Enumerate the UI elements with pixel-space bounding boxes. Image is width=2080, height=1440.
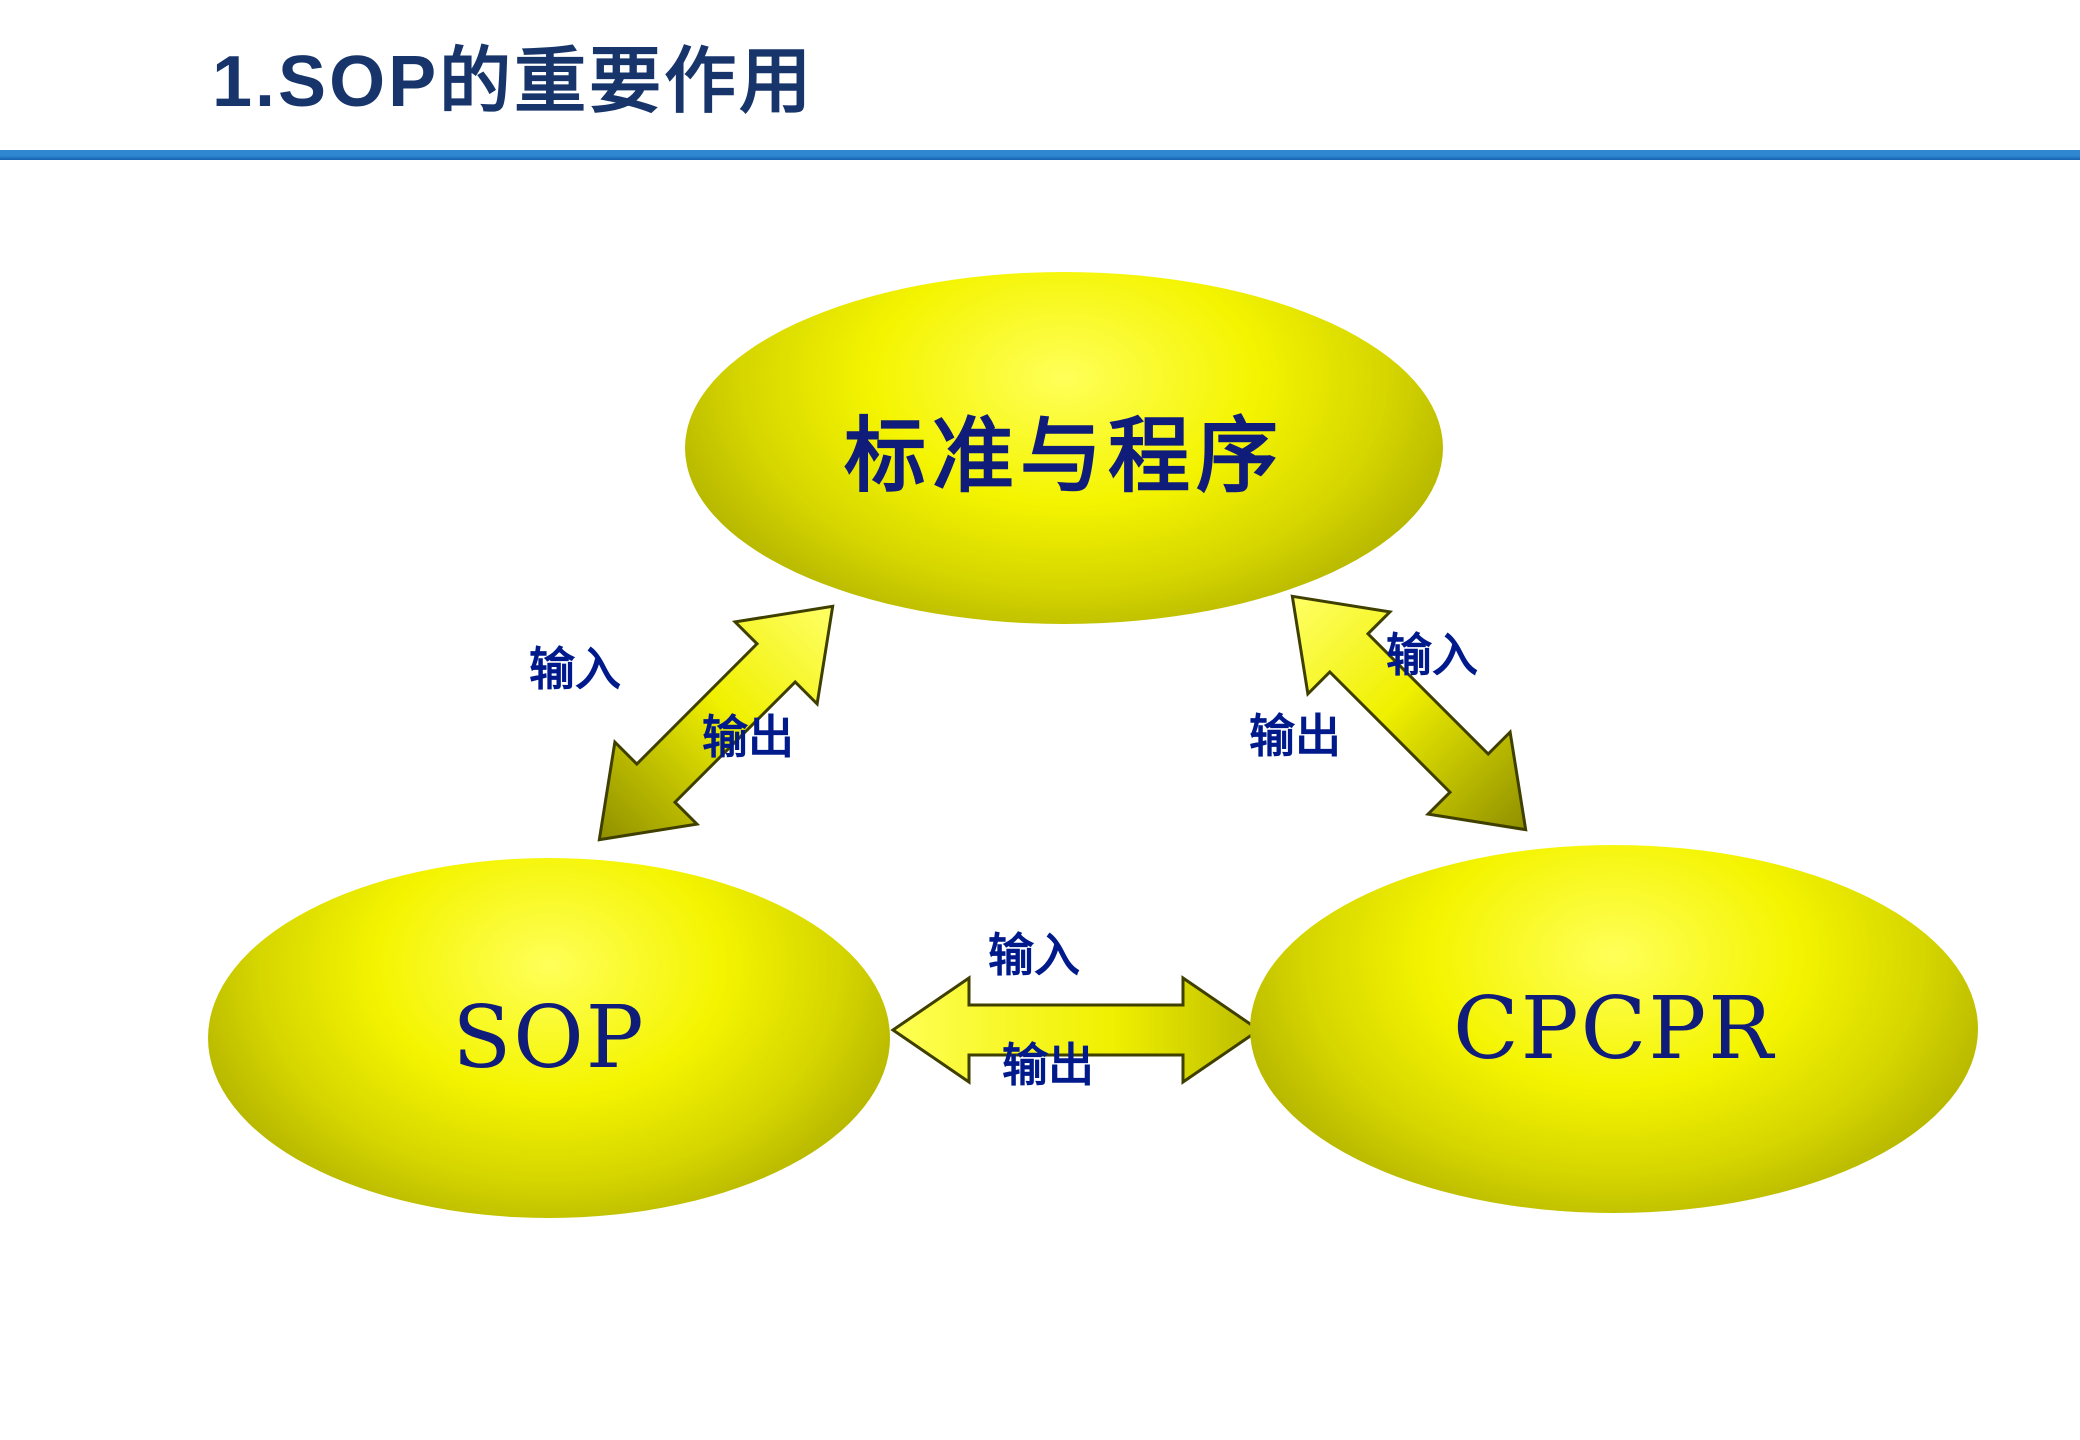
node-cpcpr: CPCPR bbox=[1250, 845, 1978, 1213]
node-sop-label: SOP bbox=[452, 988, 646, 1088]
arrow-standards-sop-shape bbox=[597, 604, 835, 842]
node-standards-label: 标准与程序 bbox=[843, 407, 1284, 504]
node-cpcpr-label: CPCPR bbox=[1452, 979, 1776, 1079]
label-standards-sop-output: 输出 bbox=[702, 710, 794, 764]
title-divider bbox=[0, 150, 2080, 160]
label-standards-cpcpr-input: 输入 bbox=[1386, 628, 1478, 682]
node-standards: 标准与程序 bbox=[685, 272, 1443, 624]
label-sop-cpcpr-input: 输入 bbox=[988, 928, 1080, 982]
label-standards-sop-input: 输入 bbox=[529, 642, 621, 696]
arrow-standards-sop bbox=[597, 604, 835, 842]
arrow-standards-cpcpr bbox=[1290, 594, 1528, 832]
arrow-standards-cpcpr-shape bbox=[1290, 594, 1528, 832]
label-sop-cpcpr-output: 输出 bbox=[1002, 1038, 1094, 1092]
node-sop: SOP bbox=[208, 858, 890, 1218]
label-standards-cpcpr-output: 输出 bbox=[1249, 709, 1341, 763]
slide-title: 1.SOP的重要作用 bbox=[212, 42, 815, 122]
